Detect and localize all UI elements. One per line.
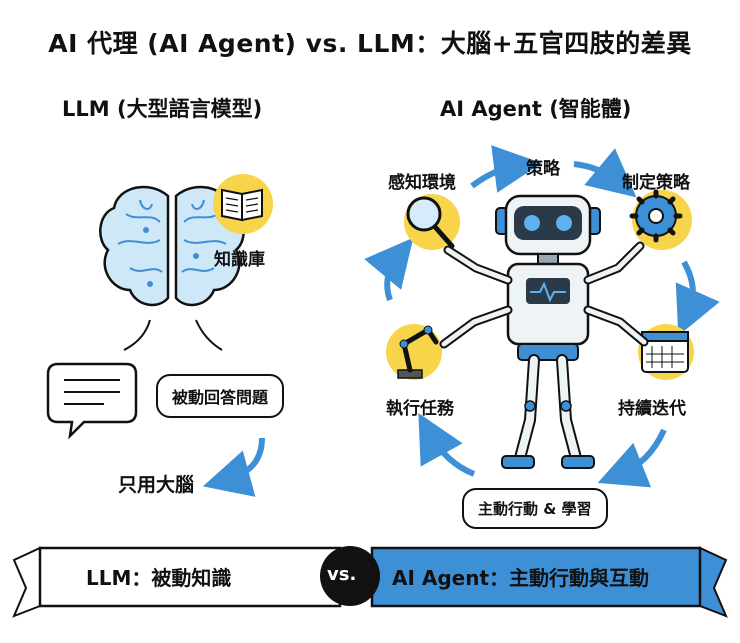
gear-icon bbox=[629, 189, 692, 250]
banner-llm-text: LLM：被動知識 bbox=[86, 566, 232, 590]
calendar-icon bbox=[638, 324, 694, 380]
brain-only-label: 只用大腦 bbox=[118, 474, 195, 496]
bottom-banner bbox=[12, 546, 728, 618]
llm-heading: LLM (大型語言模型) bbox=[62, 97, 263, 121]
active-action-bubble: 主動行動 & 學習 bbox=[462, 488, 608, 529]
perceive-label: 感知環境 bbox=[388, 173, 456, 193]
knowledge-base-label: 知識庫 bbox=[214, 250, 265, 270]
agent-heading: AI Agent (智能體) bbox=[440, 97, 632, 121]
execute-label: 執行任務 bbox=[386, 399, 454, 419]
magnifier-icon bbox=[404, 194, 460, 250]
passive-answer-bubble: 被動回答問題 bbox=[156, 374, 285, 418]
vs-badge: vs. bbox=[327, 564, 357, 585]
robot-icon bbox=[439, 194, 649, 469]
strategy-label: 策略 bbox=[526, 159, 560, 179]
chat-bubble-icon bbox=[46, 362, 138, 440]
iterate-label: 持續迭代 bbox=[618, 399, 686, 419]
book-icon bbox=[213, 174, 273, 234]
banner-agent-text: AI Agent：主動行動與互動 bbox=[392, 566, 650, 590]
robot-arm-icon bbox=[386, 324, 442, 380]
page-title: AI 代理 (AI Agent) vs. LLM：大腦+五官四肢的差異 bbox=[48, 29, 692, 58]
plan-strategy-label: 制定策略 bbox=[622, 173, 690, 193]
